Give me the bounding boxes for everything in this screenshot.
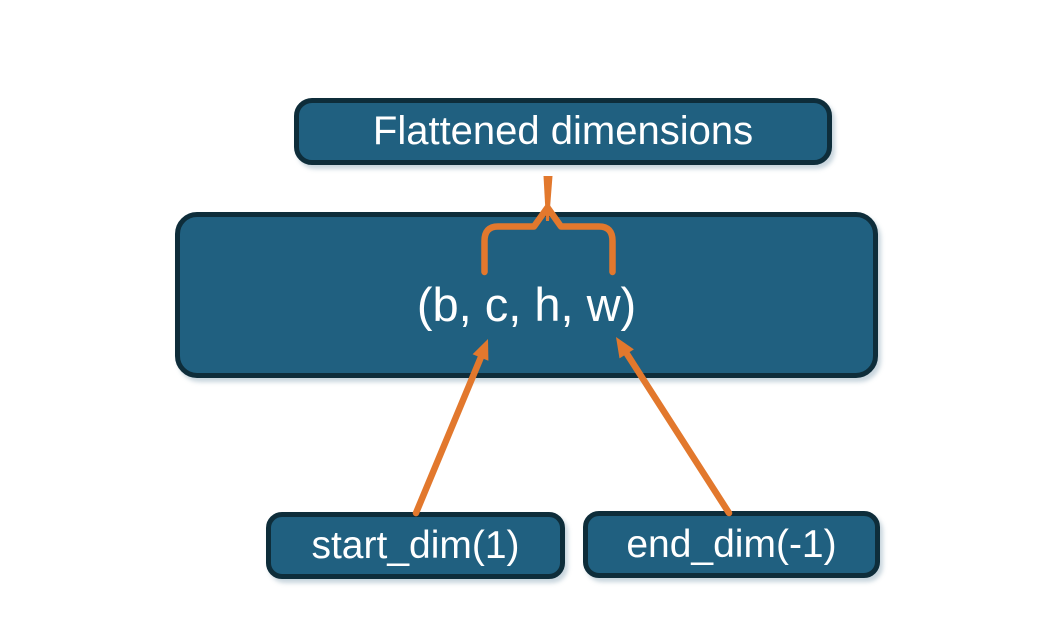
flattened-dimensions-label: Flattened dimensions — [372, 109, 754, 153]
start-dim-arrow-line — [412, 353, 485, 517]
tensor-shape-box: (b, c, h, w) — [175, 212, 878, 378]
end-dim-label: end_dim(-1) — [626, 522, 837, 566]
tensor-shape-label: (b, c, h, w) — [416, 277, 637, 331]
flattened-dimensions-box: Flattened dimensions — [294, 98, 832, 165]
start-dim-box: start_dim(1) — [266, 512, 565, 579]
start-dim-label: start_dim(1) — [311, 523, 520, 567]
end-dim-box: end_dim(-1) — [583, 511, 880, 578]
